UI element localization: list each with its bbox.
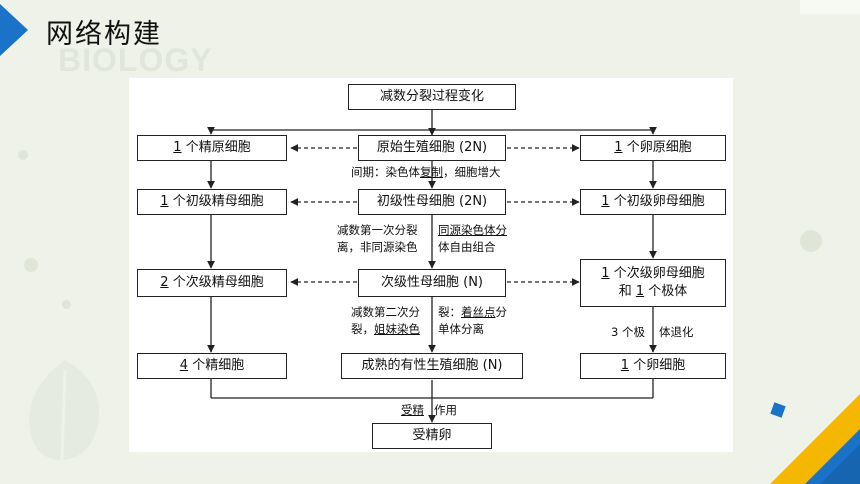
label-text: 体退化 (658, 325, 694, 339)
box-text: 和 (618, 284, 632, 299)
leaf-decoration-icon (29, 360, 100, 461)
diagram-panel: 减数分裂过程变化 1 个精原细胞 1 个初级精母细胞 2 个次级精母细胞 4 个… (129, 78, 733, 452)
box-secondary-spermatocyte: 2 个次级精母细胞 (137, 269, 287, 297)
box-text: 个卵原细胞 (626, 140, 692, 156)
box-text: 初级性母细胞 (2N) (376, 194, 488, 210)
box-primary-spermatocyte: 1 个初级精母细胞 (137, 189, 287, 215)
header-arrow-icon (0, 4, 28, 56)
box-text: 个初级卵母细胞 (613, 194, 705, 210)
label-text: 受精 (401, 403, 424, 417)
count-number: 4 (179, 358, 189, 374)
box-mature-germ-cell: 成熟的有性生殖细胞 (N) (341, 353, 523, 379)
label-text: 减数第二次分 (351, 305, 420, 319)
box-secondary-oocyte-and-polar-body: 1 个次级卵母细胞 和 1 个极体 (580, 259, 726, 307)
count-number: 1 (601, 194, 610, 210)
label-text: 体自由组合 (438, 239, 496, 254)
label-text: 3 个极 (611, 325, 645, 339)
box-text: 个次级精母细胞 (172, 275, 264, 291)
label-meiosis-1-left: 减数第一次分裂 离，非同源染色 (337, 222, 418, 255)
box-text: 个卵细胞 (633, 358, 686, 374)
box-spermatogonium: 1 个精原细胞 (137, 135, 287, 161)
label-text: 分 (495, 305, 508, 319)
label-text: 离，非同源染色 (337, 239, 418, 254)
label-text: 作用 (434, 403, 457, 417)
count-number: 1 (160, 194, 169, 210)
box-text: 减数分裂过程变化 (379, 89, 484, 105)
connector-lines (207, 110, 657, 423)
corner-decoration-icon (770, 394, 860, 484)
label-text: 裂： (438, 305, 461, 319)
box-line: 1 个次级卵母细胞 (601, 265, 704, 283)
box-text: 个精细胞 (192, 358, 245, 374)
box-text: 个精原细胞 (185, 140, 251, 156)
box-ovum: 1 个卵细胞 (580, 353, 726, 379)
label-text: 姐妹染色 (374, 321, 420, 336)
box-text: 原始生殖细胞 (2N) (376, 140, 488, 156)
label-text: ，细胞增大 (443, 165, 501, 179)
box-primordial-germ-cell: 原始生殖细胞 (2N) (358, 135, 506, 161)
decor-dot (18, 150, 28, 160)
box-text: 个极体 (648, 284, 688, 299)
label-meiosis-2-left: 减数第二次分 裂，姐妹染色 (351, 304, 420, 337)
box-line: 和 1 个极体 (619, 283, 688, 301)
box-text: 个次级卵母细胞 (613, 266, 705, 282)
watermark-text: BIOLOGY (58, 42, 213, 78)
box-primary-oocyte: 1 个初级卵母细胞 (580, 189, 726, 215)
label-interphase: 间期：染色体复制，细胞增大 (351, 164, 501, 181)
box-spermatid: 4 个精细胞 (137, 353, 287, 379)
box-text: 个初级精母细胞 (172, 194, 264, 210)
count-number: 1 (635, 284, 645, 299)
decor-dot (62, 300, 71, 309)
label-text: 着丝点 (461, 305, 496, 319)
box-meiosis-process: 减数分裂过程变化 (348, 84, 516, 110)
label-meiosis-1-right: 同源染色体分 体自由组合 (438, 222, 507, 255)
box-text: 次级性母细胞 (N) (380, 275, 483, 291)
page-title: 网络构建 (46, 19, 162, 50)
box-secondary-sex-mother-cell: 次级性母细胞 (N) (358, 269, 506, 297)
label-polar-body-degeneration: 3 个极体退化 (611, 324, 693, 341)
label-text: 单体分离 (438, 321, 484, 336)
count-number: 1 (614, 140, 623, 156)
label-text: 减数第一次分裂 (337, 223, 418, 237)
box-primary-sex-mother-cell: 初级性母细胞 (2N) (358, 189, 506, 215)
label-text: 同源染色体分 (438, 223, 507, 237)
label-text: 间期：染色体 (351, 165, 420, 179)
box-text: 受精卵 (412, 428, 452, 444)
label-fertilization: 受精作用 (401, 402, 457, 419)
box-text: 成熟的有性生殖细胞 (N) (361, 358, 503, 374)
count-number: 2 (160, 275, 169, 291)
label-meiosis-2-right: 裂：着丝点分 单体分离 (438, 304, 507, 337)
count-number: 1 (620, 358, 630, 374)
decor-dot (24, 258, 38, 272)
decor-dot (800, 230, 822, 252)
corner-decoration-top (800, 0, 860, 14)
label-text: 复制 (420, 165, 443, 179)
count-number: 1 (601, 266, 610, 282)
box-zygote: 受精卵 (372, 423, 492, 449)
label-text: 裂， (351, 321, 374, 336)
count-number: 1 (173, 140, 182, 156)
box-oogonium: 1 个卵原细胞 (580, 135, 726, 161)
